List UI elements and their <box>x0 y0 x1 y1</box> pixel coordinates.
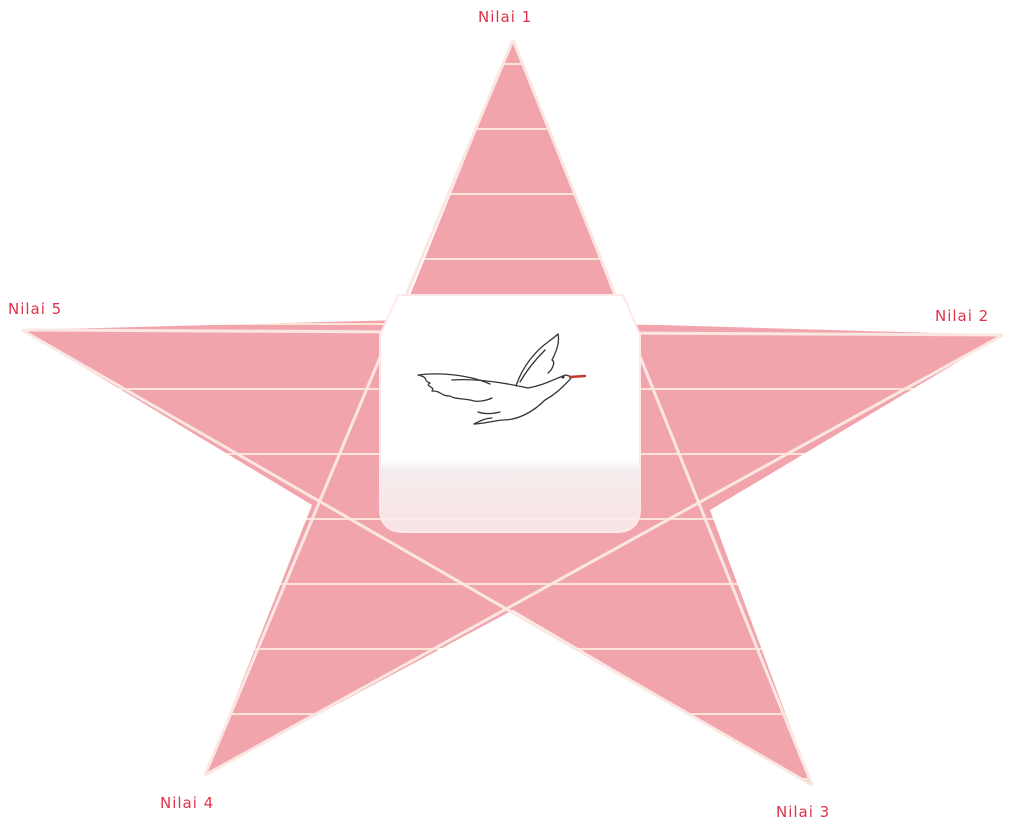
bird-beak <box>570 376 585 377</box>
emblem-panel <box>380 295 640 532</box>
center-emblem <box>380 295 640 532</box>
vertex-label-5: Nilai 5 <box>8 300 62 318</box>
vertex-label-1: Nilai 1 <box>478 8 532 26</box>
vertex-label-4: Nilai 4 <box>160 794 214 812</box>
vertex-label-3: Nilai 3 <box>776 803 830 821</box>
vertex-label-2: Nilai 2 <box>935 307 989 325</box>
